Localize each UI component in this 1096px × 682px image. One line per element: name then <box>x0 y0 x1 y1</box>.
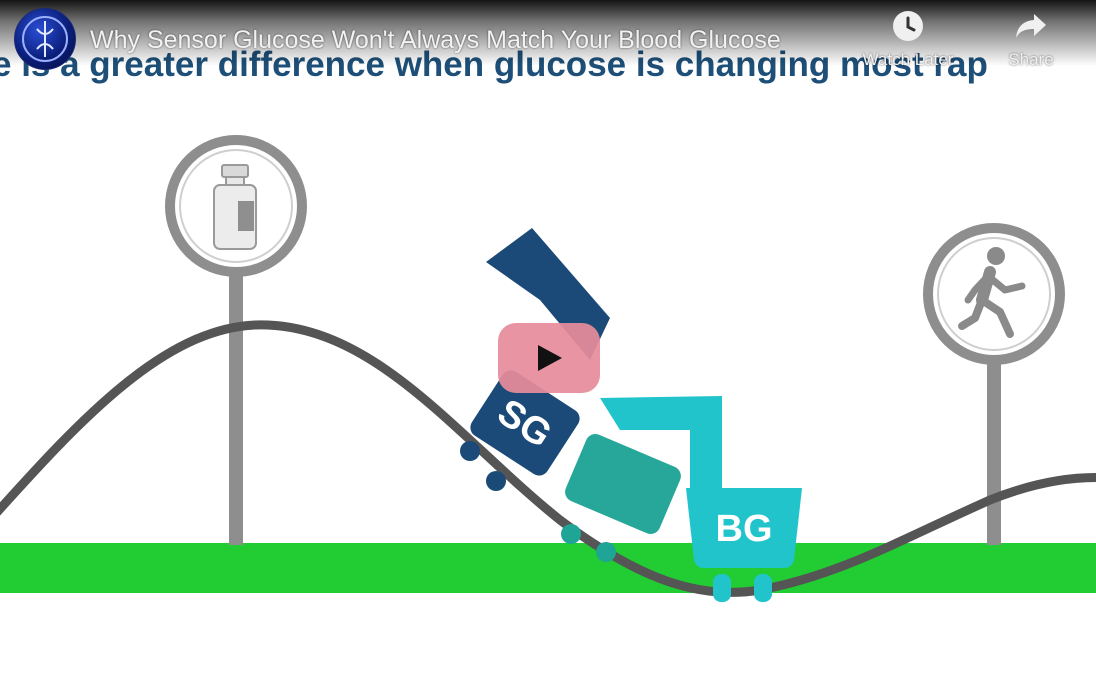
share-arrow-icon <box>1016 14 1046 38</box>
share-label: Share <box>1008 50 1054 69</box>
play-button[interactable] <box>498 323 600 393</box>
bg-car: BG <box>686 488 802 602</box>
medicine-vial-icon <box>213 164 257 250</box>
bg-car-label: BG <box>716 508 773 550</box>
green-ground-stripe <box>0 543 1096 593</box>
running-person-icon <box>958 247 1026 338</box>
video-title[interactable]: Why Sensor Glucose Won't Always Match Yo… <box>90 26 781 54</box>
channel-logo-icon <box>22 16 68 62</box>
watch-later-label: Watch Later <box>862 50 954 69</box>
play-icon <box>538 345 562 371</box>
share-button[interactable]: Share <box>976 10 1086 80</box>
middle-car <box>561 434 681 562</box>
channel-avatar[interactable] <box>14 8 76 70</box>
watch-later-button[interactable]: Watch Later <box>853 10 963 80</box>
running-person-sign <box>923 223 1065 545</box>
sg-car: SG <box>460 370 580 491</box>
clock-icon <box>893 11 923 41</box>
medicine-vial-sign <box>165 135 307 545</box>
bg-trail-banner <box>600 396 722 488</box>
glucose-wave-track <box>0 320 1096 597</box>
